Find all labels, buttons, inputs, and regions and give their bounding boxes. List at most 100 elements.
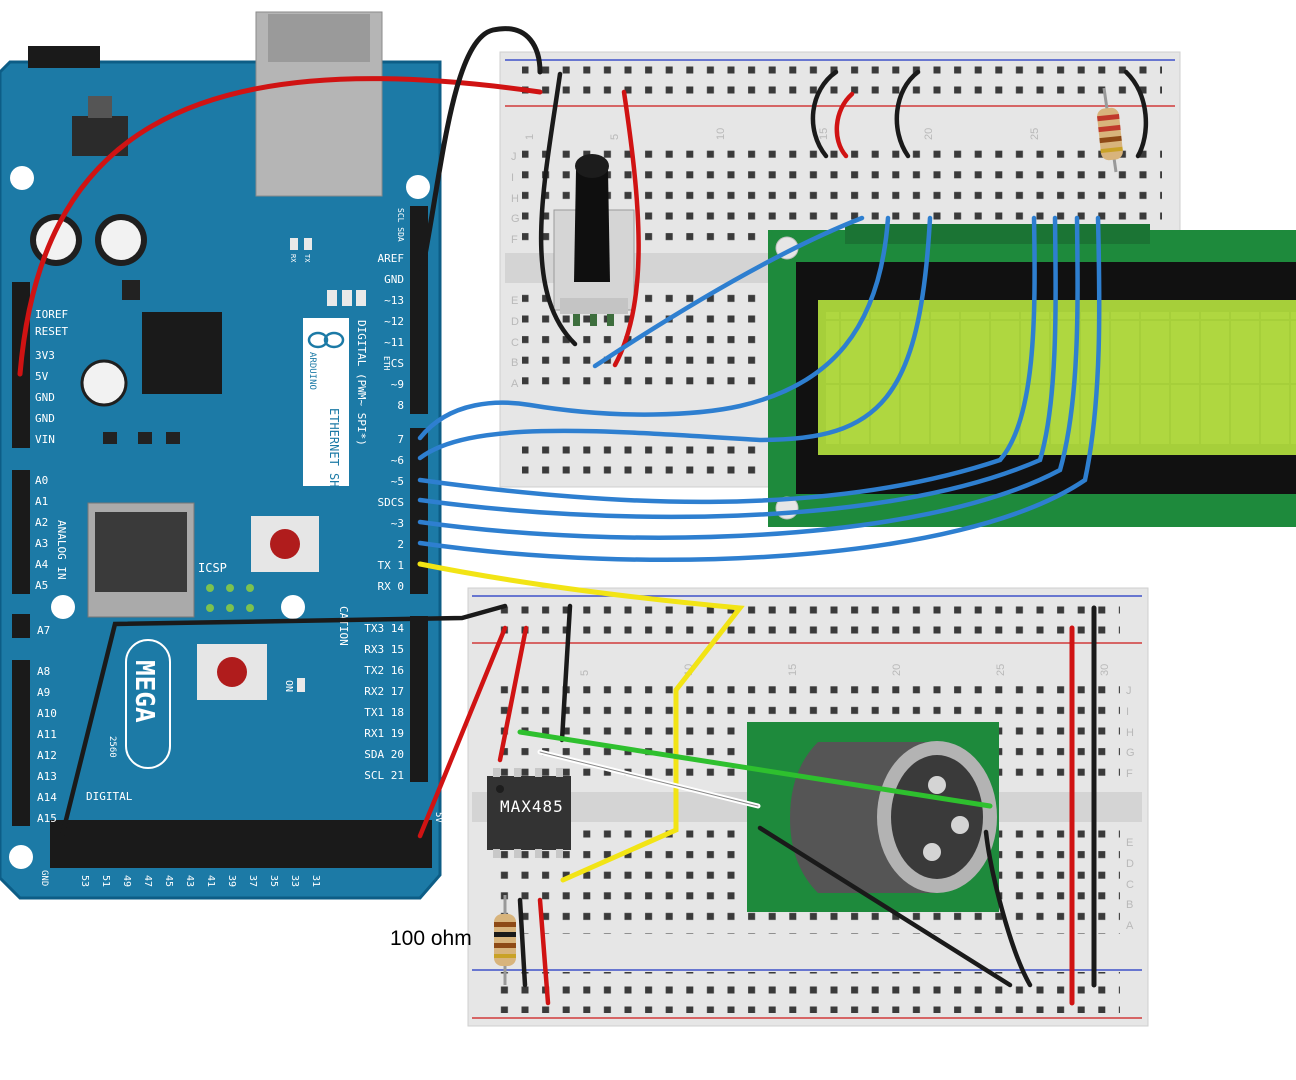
wire-black-gnd: [417, 26, 543, 283]
icsp-label: ICSP: [198, 561, 227, 575]
pin-a7: A7: [37, 624, 50, 637]
bb-top-col-25: 25: [1029, 128, 1041, 140]
pin-39: 39: [226, 875, 237, 887]
wire-red-bottom-left: [537, 897, 551, 1006]
pin-6: ~6: [391, 454, 404, 467]
pin-tx2-16: TX2 16: [364, 664, 404, 677]
wire-black-jumper-2: [894, 69, 921, 159]
pin-3v3: 3V3: [35, 349, 55, 362]
pin-53: 53: [79, 875, 90, 887]
wire-black-xlr-2: [983, 829, 1033, 988]
pin-tx1-18: TX1 18: [364, 706, 404, 719]
pin-a3: A3: [35, 537, 48, 550]
pin-37: 37: [247, 875, 258, 887]
wire-black-pot: [538, 71, 578, 347]
mega-label: MEGA: [129, 660, 159, 723]
pin-a9: A9: [37, 686, 50, 699]
pin-aref: AREF: [378, 252, 405, 265]
wire-yellow-tx: [417, 561, 745, 883]
pin-a1: A1: [35, 495, 48, 508]
bb-top-row-f: F: [511, 234, 518, 246]
bb-bottom-row-j: J: [1126, 685, 1132, 697]
pin-41: 41: [205, 875, 216, 887]
pin-47: 47: [142, 875, 153, 887]
bb-bottom-col-25: 25: [995, 664, 1007, 676]
wire-black-jumper-3: [1123, 69, 1149, 159]
pin-a2: A2: [35, 516, 48, 529]
wire-black-jumper-1: [810, 69, 839, 159]
wire-red-chip-1: [497, 625, 529, 763]
bb-bottom-row-b: B: [1126, 899, 1133, 911]
pin-cs: CS: [391, 357, 404, 370]
bb-top-row-b: B: [511, 357, 518, 369]
bb-bottom-row-e: E: [1126, 837, 1133, 849]
pin-3: ~3: [391, 517, 404, 530]
pin-a12: A12: [37, 749, 57, 762]
pin-tx3-14: TX3 14: [364, 622, 404, 635]
arduino-mega-board: [0, 11, 442, 900]
wire-blue-pot-lcd: [592, 215, 865, 369]
bb-top-col-15: 15: [818, 128, 830, 140]
resistor-annotation: 100 ohm: [390, 927, 472, 950]
bb-top-row-c: C: [511, 337, 519, 349]
bb-bottom-row-g: G: [1126, 747, 1135, 759]
bb-top-row-j: J: [511, 151, 517, 163]
pin-gnd-top: GND: [384, 273, 404, 286]
bb-bottom-row-h: H: [1126, 727, 1134, 739]
max485-chip: MAX485: [487, 768, 571, 858]
scl-sda-label: SCL SDA: [396, 208, 405, 242]
pin-a5: A5: [35, 579, 48, 592]
pin-vin: VIN: [35, 433, 55, 446]
pin-rx2-17: RX2 17: [364, 685, 404, 698]
pin-rx1-19: RX1 19: [364, 727, 404, 740]
pin-a15: A15: [37, 812, 57, 825]
rx-led-label: RX: [289, 254, 297, 263]
pin-tx1: TX 1: [378, 559, 405, 572]
pin-31: 31: [310, 875, 321, 887]
resistor-top: [1097, 87, 1123, 173]
wire-blue-pin6: [417, 215, 933, 461]
communication-label: CATION: [337, 606, 350, 646]
bb-top-row-e: E: [511, 295, 518, 307]
pin-reset: RESET: [35, 325, 68, 338]
bb-top-row-g: G: [511, 213, 520, 225]
wire-black-bottom-left: [517, 897, 528, 988]
wire-green-signal: [517, 729, 993, 809]
bb-top-col-1: 1: [524, 134, 536, 140]
bb-top-col-20: 20: [923, 128, 935, 140]
bb-bottom-col-30: 30: [1099, 664, 1111, 676]
pin-8: 8: [397, 399, 404, 412]
wire-red-jumper: [834, 91, 855, 159]
pin-13: ~13: [384, 294, 404, 307]
pin-51: 51: [100, 875, 111, 887]
wire-blue-pin7: [417, 215, 891, 441]
wire-blue-pin2: [417, 215, 1102, 563]
pin-a10: A10: [37, 707, 57, 720]
bb-bottom-col-5: 5: [579, 670, 591, 676]
pin-scl-21: SCL 21: [364, 769, 404, 782]
pin-49: 49: [121, 875, 132, 887]
pin-5v: 5V: [35, 370, 49, 383]
wire-blue-pin3: [417, 215, 1080, 540]
pin-9: ~9: [391, 378, 404, 391]
pin-a0: A0: [35, 474, 48, 487]
pin-ioref: IOREF: [35, 308, 68, 321]
wire-white-outline: [539, 751, 759, 807]
pin-12: ~12: [384, 315, 404, 328]
arduino-brand-label: ARDUINO: [307, 352, 317, 390]
bb-top-row-d: D: [511, 316, 519, 328]
bb-bottom-row-a: A: [1126, 920, 1134, 932]
pin-35: 35: [268, 875, 279, 887]
pin-11: ~11: [384, 336, 404, 349]
pin-a13: A13: [37, 770, 57, 783]
bb-top-row-a: A: [511, 378, 519, 390]
shield-sub-label: DIGITAL (PWM~ SPI*): [355, 320, 368, 446]
wire-red-5v-bottom: [417, 625, 508, 839]
arduino-labels: IOREF RESET 3V3 5V GND GND VIN A0 A1 A2 …: [35, 208, 443, 887]
pin-7: 7: [397, 433, 404, 446]
bb-bottom-col-20: 20: [891, 664, 903, 676]
wires: [17, 26, 1149, 1006]
bb-top-col-10: 10: [715, 128, 727, 140]
bb-top-row-i: I: [511, 172, 514, 184]
pin-a8: A8: [37, 665, 50, 678]
